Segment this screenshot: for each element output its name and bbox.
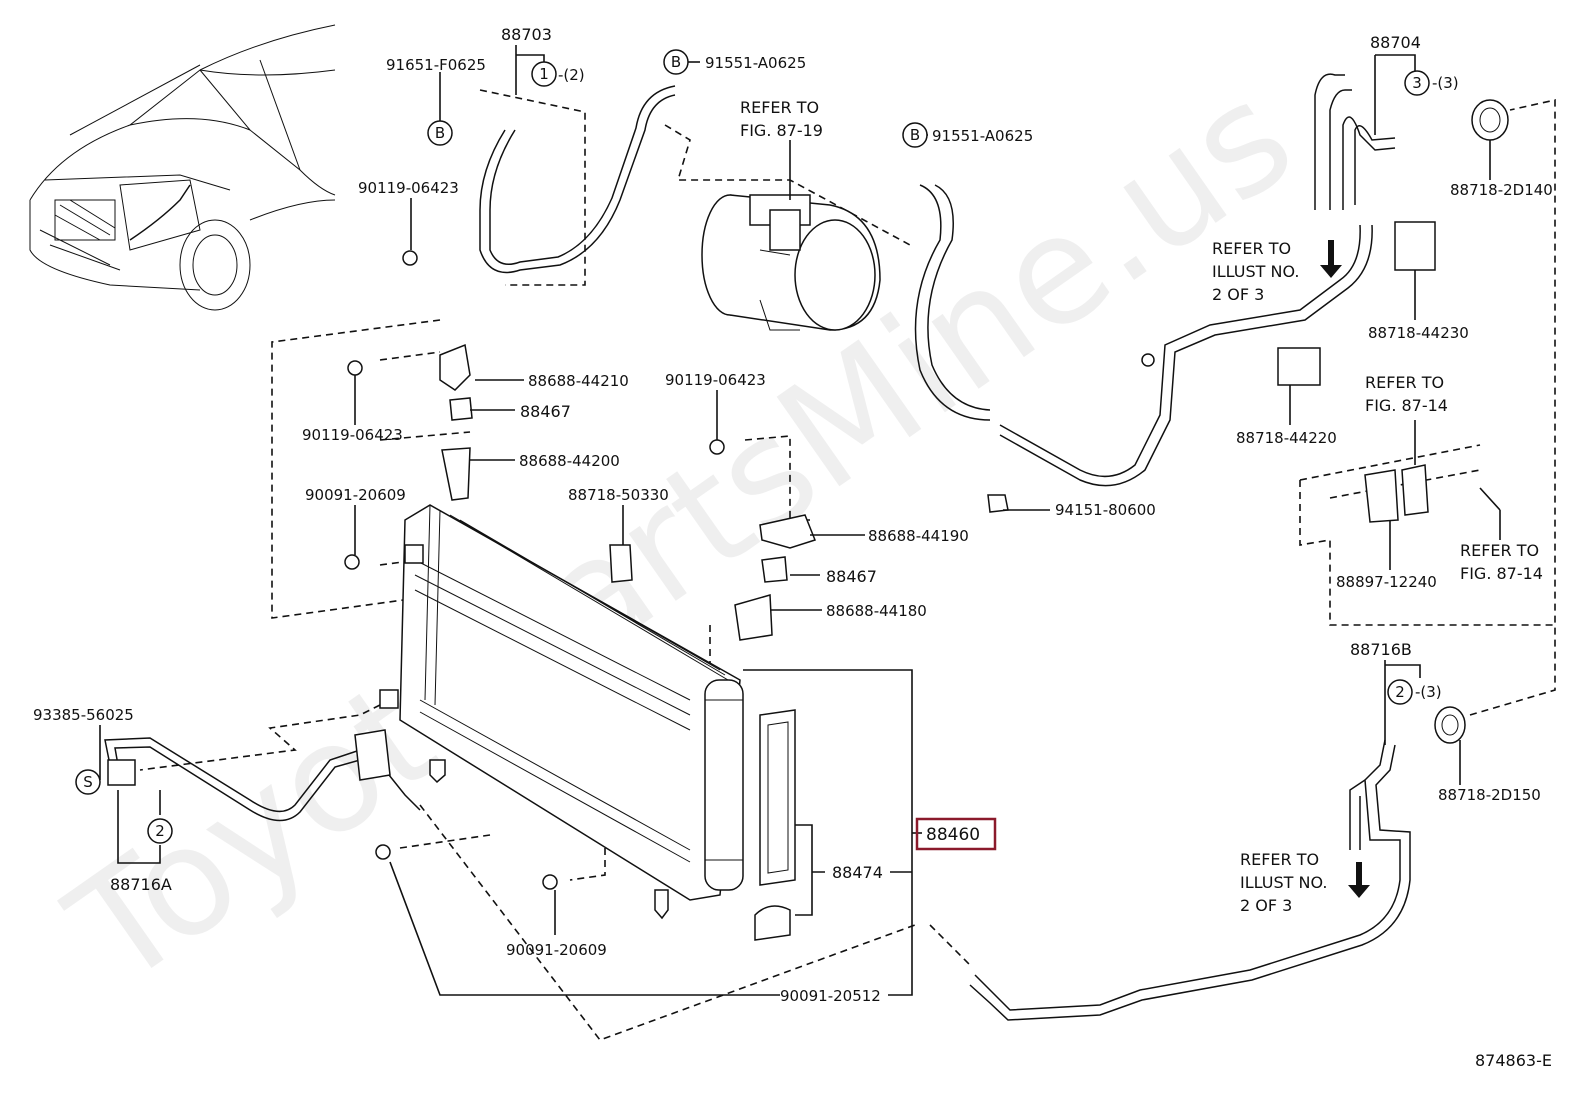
part-label-90091-20609-b[interactable]: 90091-20609 xyxy=(506,941,607,959)
clamp-88718-44230[interactable] xyxy=(1394,221,1436,271)
callout-3 xyxy=(1404,70,1430,96)
callout-B-a xyxy=(427,120,453,146)
side-seal[interactable] xyxy=(754,709,796,941)
part-label-88688-44190[interactable]: 88688-44190 xyxy=(868,527,969,545)
part-label-90119-06423-mid[interactable]: 90119-06423 xyxy=(302,426,403,444)
callout-1 xyxy=(531,61,557,87)
vehicle-illustration xyxy=(29,24,336,311)
highlight-box xyxy=(915,817,997,851)
compressor[interactable] xyxy=(701,194,881,331)
svg-text:B: B xyxy=(435,124,445,142)
part-label-93385-56025[interactable]: 93385-56025 xyxy=(33,706,134,724)
refer-illust-top-line1: REFER TO xyxy=(1212,239,1291,258)
part-label-88704[interactable]: 88704 xyxy=(1370,33,1421,52)
part-label-91551-A0625-b[interactable]: 91551-A0625 xyxy=(932,127,1033,145)
part-label-88703[interactable]: 88703 xyxy=(501,25,552,44)
svg-text:2: 2 xyxy=(1395,683,1405,701)
refrigerant-lines xyxy=(104,73,1411,1021)
refer-fig87-14-b-line2: FIG. 87-14 xyxy=(1460,564,1543,583)
bracket-88688-44210[interactable] xyxy=(439,343,471,391)
part-label-88718-44230[interactable]: 88718-44230 xyxy=(1368,324,1469,342)
qty-callout-3: -(3) xyxy=(1432,74,1459,92)
svg-text:B: B xyxy=(910,126,920,144)
bracket-88688-44190[interactable] xyxy=(759,514,816,549)
cushion-88467-upper[interactable] xyxy=(449,397,473,421)
refer-illust-top-line3: 2 OF 3 xyxy=(1212,285,1264,304)
part-label-90091-20512[interactable]: 90091-20512 xyxy=(780,987,881,1005)
refer-illust-bottom-line3: 2 OF 3 xyxy=(1240,896,1292,915)
part-label-88688-44200[interactable]: 88688-44200 xyxy=(519,452,620,470)
refer-fig87-14-a-line2: FIG. 87-14 xyxy=(1365,396,1448,415)
clamp-88718-44220[interactable] xyxy=(1277,347,1321,386)
condenser-core[interactable] xyxy=(379,504,741,920)
refer-fig87-19-line2: FIG. 87-19 xyxy=(740,121,823,140)
part-label-88460[interactable]: 88460 xyxy=(926,825,980,845)
part-label-88718-2D140[interactable]: 88718-2D140 xyxy=(1450,181,1553,199)
pressure-switch-fitting[interactable] xyxy=(354,729,391,781)
bracket-88718-2D140[interactable] xyxy=(1471,99,1509,141)
svg-text:2: 2 xyxy=(155,822,165,840)
callout-2-right xyxy=(1387,679,1413,705)
grommet-88897-12240[interactable] xyxy=(1364,464,1429,523)
part-label-91651-F0625[interactable]: 91651-F0625 xyxy=(386,56,486,74)
part-number-labels: 88703 91651-F0625 90119-06423 91551-A062… xyxy=(33,25,1553,1005)
refer-illust-bottom-line2: ILLUST NO. xyxy=(1240,873,1327,892)
receiver-dryer[interactable] xyxy=(704,679,744,891)
refer-fig87-14-b-line1: REFER TO xyxy=(1460,541,1539,560)
bracket-88688-44180[interactable] xyxy=(734,594,773,641)
part-label-94151-80600[interactable]: 94151-80600 xyxy=(1055,501,1156,519)
part-label-88718-44220[interactable]: 88718-44220 xyxy=(1236,429,1337,447)
bolts xyxy=(344,250,1155,890)
part-label-90119-06423-top[interactable]: 90119-06423 xyxy=(358,179,459,197)
svg-text:3: 3 xyxy=(1412,74,1422,92)
part-label-88467-b[interactable]: 88467 xyxy=(826,567,877,586)
refer-fig87-14-a-line1: REFER TO xyxy=(1365,373,1444,392)
part-label-88467-a[interactable]: 88467 xyxy=(520,402,571,421)
refer-fig87-19-line1: REFER TO xyxy=(740,98,819,117)
part-label-88897-12240[interactable]: 88897-12240 xyxy=(1336,573,1437,591)
svg-text:S: S xyxy=(83,773,93,791)
cushion-88467-lower[interactable] xyxy=(761,556,788,583)
callout-circles: 1 3 2 2 B B B S xyxy=(75,49,1430,844)
part-label-88716A[interactable]: 88716A xyxy=(110,875,172,894)
refer-illust-top-line2: ILLUST NO. xyxy=(1212,262,1299,281)
highlighted-part-88460[interactable]: 88460 xyxy=(915,817,997,851)
refer-notes: REFER TO FIG. 87-19 REFER TO ILLUST NO. … xyxy=(740,98,1543,915)
part-label-90091-20609-a[interactable]: 90091-20609 xyxy=(305,486,406,504)
part-label-88718-2D150[interactable]: 88718-2D150 xyxy=(1438,786,1541,804)
callout-S xyxy=(75,769,101,795)
part-label-90119-06423-right[interactable]: 90119-06423 xyxy=(665,371,766,389)
clamp-88718-50330[interactable] xyxy=(609,544,633,583)
figure-code: 874863-E xyxy=(1475,1051,1552,1070)
bracket-88718-2D150[interactable] xyxy=(1434,706,1466,744)
refer-arrows xyxy=(1320,240,1370,898)
bracket-88688-44200[interactable] xyxy=(441,447,471,501)
qty-callout-2: -(3) xyxy=(1415,683,1442,701)
callout-B-b xyxy=(663,49,689,75)
refer-illust-bottom-line1: REFER TO xyxy=(1240,850,1319,869)
part-label-88688-44180[interactable]: 88688-44180 xyxy=(826,602,927,620)
part-label-88474[interactable]: 88474 xyxy=(832,863,883,882)
fitting-88716A[interactable] xyxy=(107,759,136,786)
part-label-88716B[interactable]: 88716B xyxy=(1350,640,1412,659)
svg-text:B: B xyxy=(671,53,681,71)
callout-2-left xyxy=(147,818,173,844)
part-label-88718-50330[interactable]: 88718-50330 xyxy=(568,486,669,504)
svg-text:1: 1 xyxy=(539,65,549,83)
leader-lines xyxy=(99,45,1501,996)
part-label-88688-44210[interactable]: 88688-44210 xyxy=(528,372,629,390)
part-label-91551-A0625-a[interactable]: 91551-A0625 xyxy=(705,54,806,72)
qty-callout-1: -(2) xyxy=(558,66,585,84)
callout-B-c xyxy=(902,122,928,148)
